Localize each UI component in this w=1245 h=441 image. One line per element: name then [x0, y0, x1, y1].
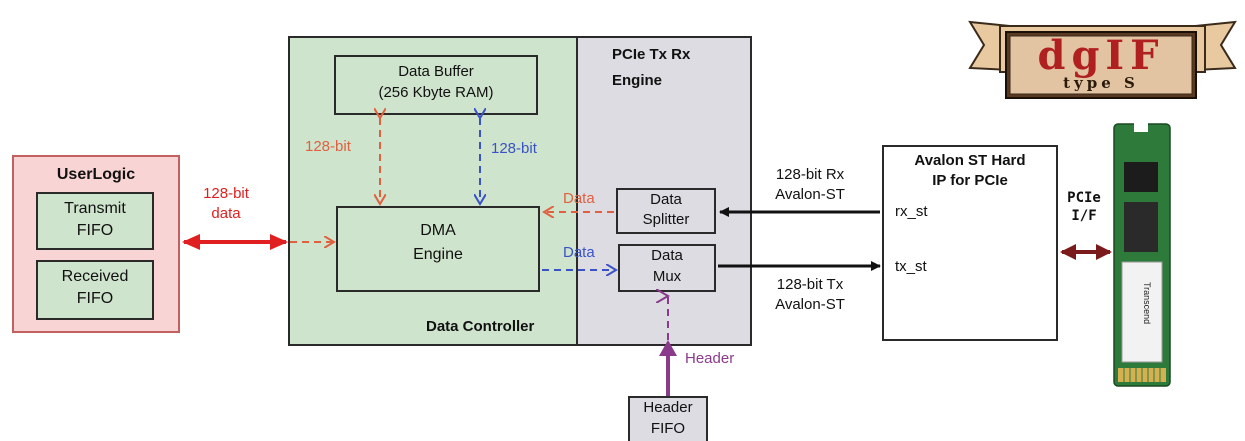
avalon-hard-ip	[882, 145, 1058, 341]
m2-ssd-card: Transcend	[1112, 122, 1172, 388]
user-link-label-line1: 128-bit	[203, 185, 249, 202]
data-out-label: Data	[563, 244, 595, 261]
data-in-label: Data	[563, 190, 595, 207]
avalon-title-line1: Avalon ST Hard	[914, 152, 1026, 169]
bus-left-label: 128-bit	[305, 138, 351, 155]
ssd-graphic	[1113, 122, 1171, 387]
transmit-fifo-line2: FIFO	[76, 222, 114, 239]
user-link-label-line2: data	[211, 205, 241, 222]
pcie-if-label-line1: PCIe	[1067, 190, 1101, 206]
pcie-engine-title-line1: PCIe Tx Rx	[612, 46, 691, 63]
avalon-title-line2: IP for PCIe	[932, 172, 1008, 189]
avalon-tx-port: tx_st	[895, 258, 927, 275]
data-mux-line1: Data	[651, 247, 683, 264]
logo-ribbon-graphic	[968, 20, 1237, 99]
data-buffer	[334, 55, 538, 115]
transmit-fifo	[36, 192, 154, 250]
header-solid-head	[659, 340, 677, 356]
logo-subtitle: type S	[1063, 74, 1139, 92]
data-mux-line2: Mux	[652, 268, 682, 285]
data-buffer-line1: Data Buffer	[398, 63, 474, 80]
tx-link-label-line2: Avalon-ST	[775, 296, 845, 313]
pcie-if-label-line2: I/F	[1071, 208, 1097, 224]
received-fifo-line2: FIFO	[76, 290, 114, 307]
bus-right-label: 128-bit	[491, 140, 537, 157]
received-fifo-line1: Received	[61, 268, 129, 285]
header-fifo-line2: FIFO	[650, 420, 686, 437]
rx-link-label-line2: Avalon-ST	[775, 186, 845, 203]
received-fifo	[36, 260, 154, 320]
data-controller-title: Data Controller	[426, 318, 535, 335]
ssd-label: Transcend	[1142, 282, 1152, 325]
data-mux	[618, 244, 716, 292]
logo: dgIF type S	[960, 12, 1245, 102]
tx-link-label-line1: 128-bit Tx	[776, 276, 844, 293]
user-logic-title: UserLogic	[56, 166, 136, 183]
dma-engine	[336, 206, 540, 292]
logo-title: dgIF	[1037, 32, 1165, 79]
dma-engine-line2: Engine	[413, 246, 463, 263]
rx-link-label-line1: 128-bit Rx	[775, 166, 845, 183]
header-label: Header	[685, 350, 735, 367]
dma-engine-line1: DMA	[420, 222, 456, 239]
data-splitter-line1: Data	[650, 191, 682, 208]
header-fifo	[628, 396, 708, 441]
data-splitter-line2: Splitter	[642, 211, 690, 228]
data-buffer-line2: (256 Kbyte RAM)	[378, 84, 494, 101]
transmit-fifo-line1: Transmit	[64, 200, 126, 217]
data-splitter	[616, 188, 716, 234]
pcie-engine-title-line2: Engine	[612, 72, 663, 89]
avalon-rx-port: rx_st	[895, 203, 928, 220]
header-fifo-line1: Header	[643, 399, 693, 416]
